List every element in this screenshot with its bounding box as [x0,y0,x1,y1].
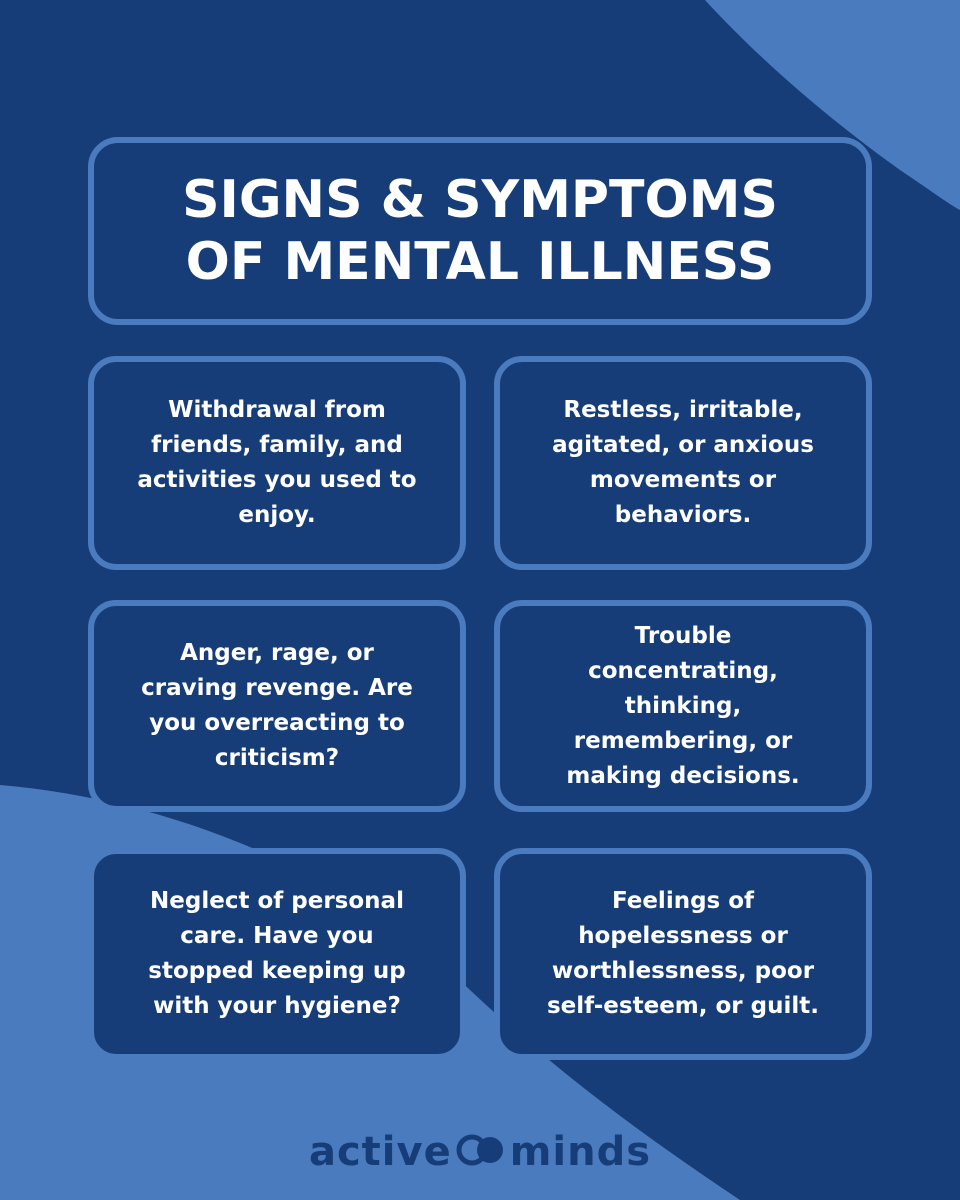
symptom-text: Withdrawal from friends, family, and act… [137,397,417,528]
title-line-2: OF MENTAL ILLNESS [185,232,775,292]
logo-word-active: active [308,1129,452,1175]
logo-word-minds: minds [509,1129,652,1175]
top-right-wave [705,0,960,210]
symptom-text: Feelings of hopelessness or worthlessnes… [546,888,819,1019]
symptom-text: Trouble concentrating, thinking, remembe… [566,622,800,789]
symptom-card-concentration: Trouble concentrating, thinking, remembe… [494,600,872,812]
symptom-card-anger: Anger, rage, or craving revenge. Are you… [88,600,466,812]
title-line-1: SIGNS & SYMPTOMS [182,170,778,230]
symptom-card-restless: Restless, irritable, agitated, or anxiou… [494,356,872,570]
symptom-card-hopelessness: Feelings of hopelessness or worthlessnes… [494,848,872,1060]
symptom-text: Restless, irritable, agitated, or anxiou… [552,397,814,528]
active-minds-logo: active minds [0,1124,960,1180]
symptom-card-withdrawal: Withdrawal from friends, family, and act… [88,356,466,570]
title-box: SIGNS & SYMPTOMS OF MENTAL ILLNESS [88,137,872,325]
interlocking-circles-icon [454,1132,508,1172]
symptom-text: Anger, rage, or craving revenge. Are you… [141,640,413,771]
symptom-text: Neglect of personal care. Have you stopp… [148,888,406,1019]
symptom-card-neglect: Neglect of personal care. Have you stopp… [88,848,466,1060]
